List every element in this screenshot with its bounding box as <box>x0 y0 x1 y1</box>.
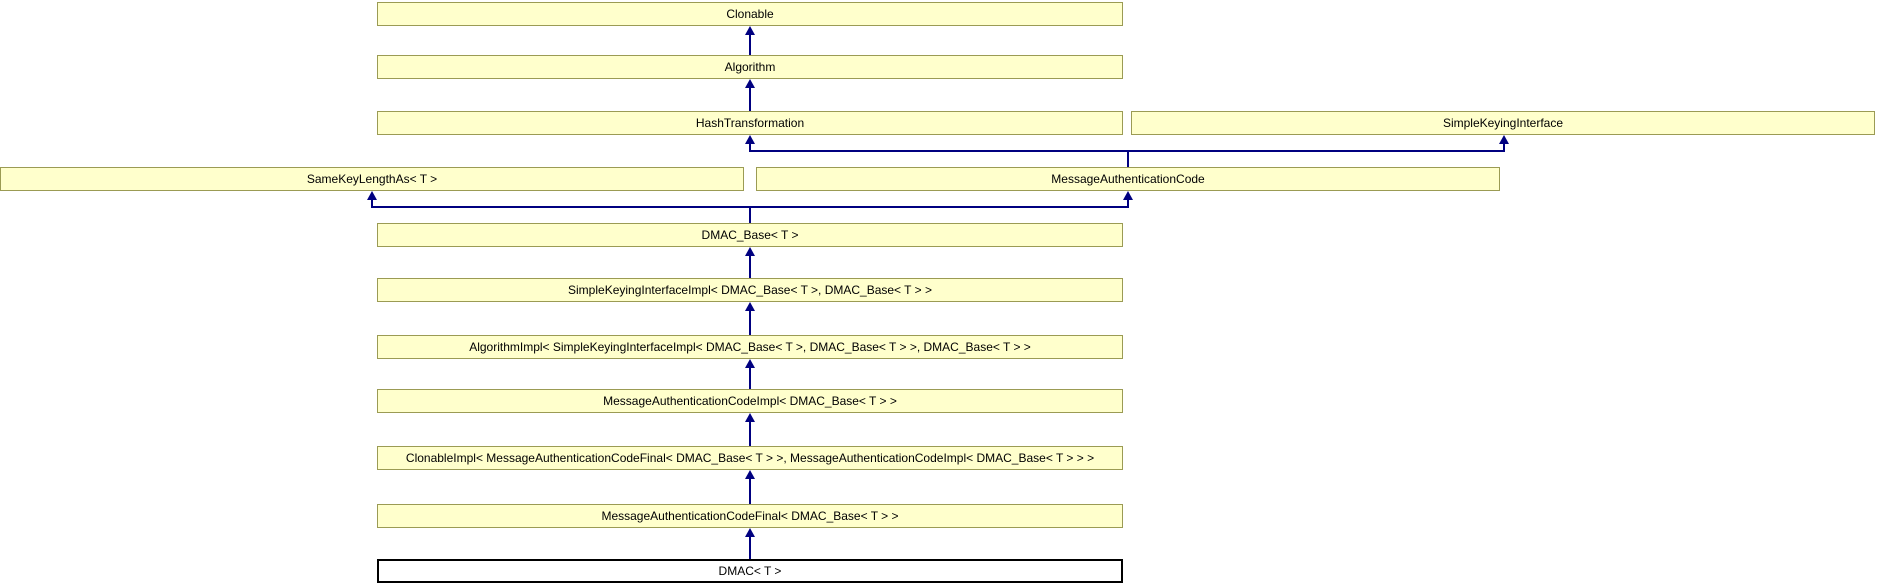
edge-arrowhead <box>745 247 755 256</box>
edge-line <box>749 477 751 504</box>
class-node-clonable-impl[interactable]: ClonableImpl< MessageAuthenticationCodeF… <box>377 446 1123 470</box>
edge-arrowhead <box>745 528 755 537</box>
class-node-dmac-base[interactable]: DMAC_Base< T > <box>377 223 1123 247</box>
edge-arrowhead <box>745 26 755 35</box>
edge-arrowhead <box>367 191 377 200</box>
edge-line <box>749 366 751 389</box>
edge-line <box>1127 150 1129 167</box>
class-node-algorithm-impl[interactable]: AlgorithmImpl< SimpleKeyingInterfaceImpl… <box>377 335 1123 359</box>
class-node-simple-keying-interface-impl[interactable]: SimpleKeyingInterfaceImpl< DMAC_Base< T … <box>377 278 1123 302</box>
edge-arrowhead <box>1499 135 1509 144</box>
edge-line <box>749 142 751 151</box>
edge-line <box>1127 198 1129 207</box>
edge-line <box>749 254 751 278</box>
class-node-message-authentication-code-final[interactable]: MessageAuthenticationCodeFinal< DMAC_Bas… <box>377 504 1123 528</box>
class-node-clonable[interactable]: Clonable <box>377 2 1123 26</box>
edge-arrowhead <box>745 359 755 368</box>
edge-line <box>1503 142 1505 151</box>
edge-arrowhead <box>745 79 755 88</box>
edge-arrowhead <box>1123 191 1133 200</box>
edge-line <box>749 206 751 223</box>
edge-line <box>749 420 751 446</box>
edge-arrowhead <box>745 135 755 144</box>
class-node-message-authentication-code-impl[interactable]: MessageAuthenticationCodeImpl< DMAC_Base… <box>377 389 1123 413</box>
edge-line <box>749 86 751 111</box>
class-node-algorithm[interactable]: Algorithm <box>377 55 1123 79</box>
class-node-same-key-length-as[interactable]: SameKeyLengthAs< T > <box>0 167 744 191</box>
edge-line <box>749 535 751 559</box>
edge-line <box>749 33 751 55</box>
edge-arrowhead <box>745 470 755 479</box>
edge-line <box>371 198 373 207</box>
class-node-hash-transformation[interactable]: HashTransformation <box>377 111 1123 135</box>
edge-arrowhead <box>745 302 755 311</box>
class-node-simple-keying-interface[interactable]: SimpleKeyingInterface <box>1131 111 1875 135</box>
edge-line <box>749 309 751 335</box>
class-node-dmac-current: DMAC< T > <box>377 559 1123 583</box>
edge-arrowhead <box>745 413 755 422</box>
class-node-message-authentication-code[interactable]: MessageAuthenticationCode <box>756 167 1500 191</box>
